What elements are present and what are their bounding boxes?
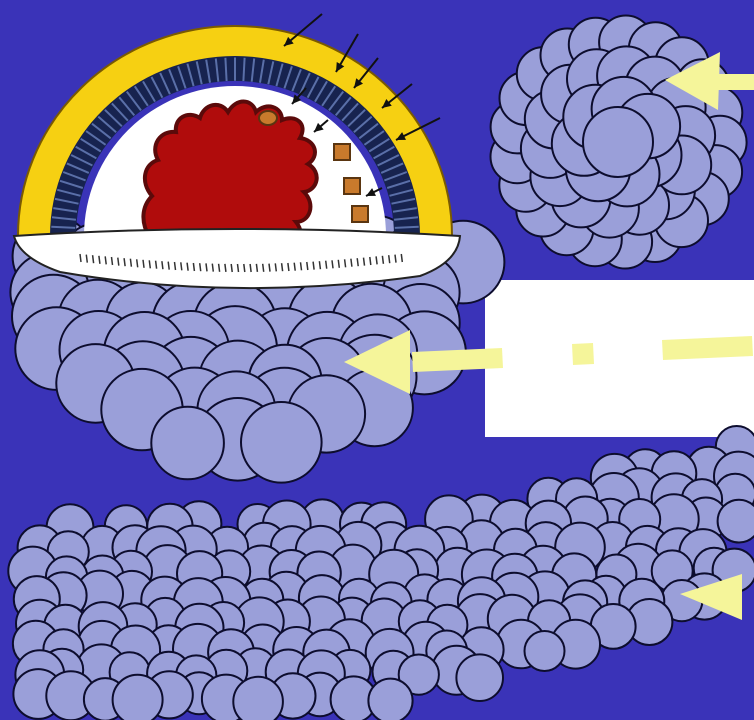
cell [233, 677, 283, 720]
cell [151, 407, 224, 480]
cell [583, 107, 653, 177]
white-panel [486, 280, 754, 437]
cell [368, 679, 412, 720]
cell [113, 675, 163, 720]
cell [241, 402, 322, 483]
cell [718, 500, 754, 543]
cell [525, 631, 565, 671]
cell [456, 654, 503, 701]
